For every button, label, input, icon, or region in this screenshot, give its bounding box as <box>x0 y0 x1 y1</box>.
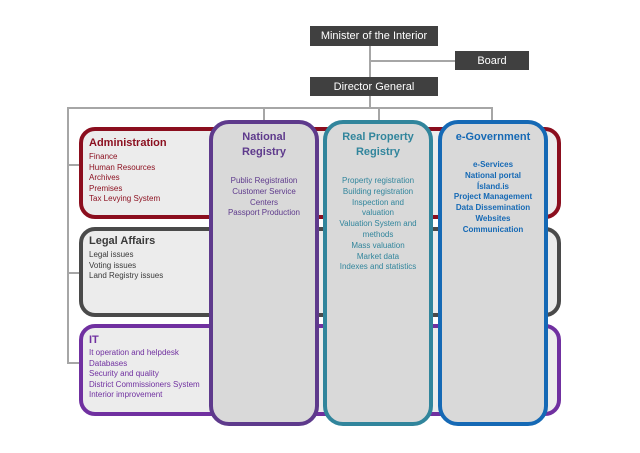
minister-box: Minister of the Interior <box>310 26 438 46</box>
it-title: IT <box>89 334 99 346</box>
list-item: Customer Service <box>232 186 296 196</box>
list-item: Building registration <box>342 186 414 196</box>
connector-board <box>370 60 456 62</box>
connector-to-administration <box>67 164 81 166</box>
list-item: Finance <box>89 152 118 161</box>
list-item: It operation and helpdesk <box>89 348 179 357</box>
egov-items: e-Services National portal Ísland.is Pro… <box>438 160 548 236</box>
director-box: Director General <box>310 77 438 96</box>
list-item: Websites <box>475 213 511 223</box>
national-registry-box <box>209 120 319 426</box>
connector-to-national <box>263 107 265 123</box>
list-item: Interior improvement <box>89 390 163 400</box>
connector-director-down <box>369 94 371 108</box>
connector-to-property <box>378 107 380 123</box>
list-item: e-Services <box>472 160 514 169</box>
minister-label: Minister of the Interior <box>320 30 428 42</box>
list-item: Security and quality <box>89 369 159 379</box>
list-item: Tax Levying System <box>89 194 161 204</box>
administration-items: Finance Human Resources Archives Premise… <box>89 152 160 205</box>
list-item: Property registration <box>341 176 415 185</box>
list-item: Valuation System and <box>339 219 417 229</box>
property-registry-title: Real Property Registry <box>342 131 414 158</box>
list-item: Data Dissemination <box>455 203 531 213</box>
list-item: Human Resources <box>89 162 156 172</box>
list-item: Indexes and statistics <box>339 262 417 272</box>
national-registry-items: Public Registration Customer Service Cen… <box>209 176 319 219</box>
list-item: Archives <box>89 173 120 183</box>
property-registry-items: Property registration Building registrat… <box>323 176 433 273</box>
it-items: It operation and helpdesk Databases Secu… <box>89 348 200 401</box>
list-item: Databases <box>89 358 128 368</box>
list-item: District Commissioners System <box>89 379 200 389</box>
list-item: Mass valuation <box>351 240 405 250</box>
national-registry-title: National Registry <box>241 131 287 158</box>
board-box: Board <box>455 51 529 70</box>
board-label: Board <box>477 54 507 67</box>
connector-horizontal-bus <box>67 107 492 109</box>
egov-title: e-Government <box>455 131 531 143</box>
administration-title: Administration <box>89 137 167 149</box>
list-item: Land Registry issues <box>89 271 164 281</box>
list-item: Centers <box>249 197 278 207</box>
list-item: Ísland.is <box>476 181 509 191</box>
connector-to-legal <box>67 272 81 274</box>
director-label: Director General <box>333 80 415 93</box>
list-item: Communication <box>462 224 524 234</box>
legal-affairs-title: Legal Affairs <box>89 235 156 247</box>
connector-to-egov <box>491 107 493 123</box>
property-registry-box <box>323 120 433 426</box>
egov-box <box>438 120 548 426</box>
list-item: Public Registration <box>230 176 298 185</box>
connector-left-trunk <box>67 107 69 363</box>
list-item: Inspection and <box>351 197 405 207</box>
list-item: Passport Production <box>227 208 301 218</box>
legal-affairs-items: Legal issues Voting issues Land Registry… <box>89 250 163 282</box>
list-item: Market data <box>356 251 400 261</box>
list-item: Premises <box>89 183 123 193</box>
list-item: Voting issues <box>89 260 137 270</box>
connector-to-it <box>67 362 81 364</box>
list-item: Legal issues <box>89 250 134 259</box>
list-item: valuation <box>361 208 395 218</box>
list-item: National portal <box>464 170 521 180</box>
list-item: Project Management <box>453 192 533 202</box>
list-item: methods <box>362 229 394 239</box>
